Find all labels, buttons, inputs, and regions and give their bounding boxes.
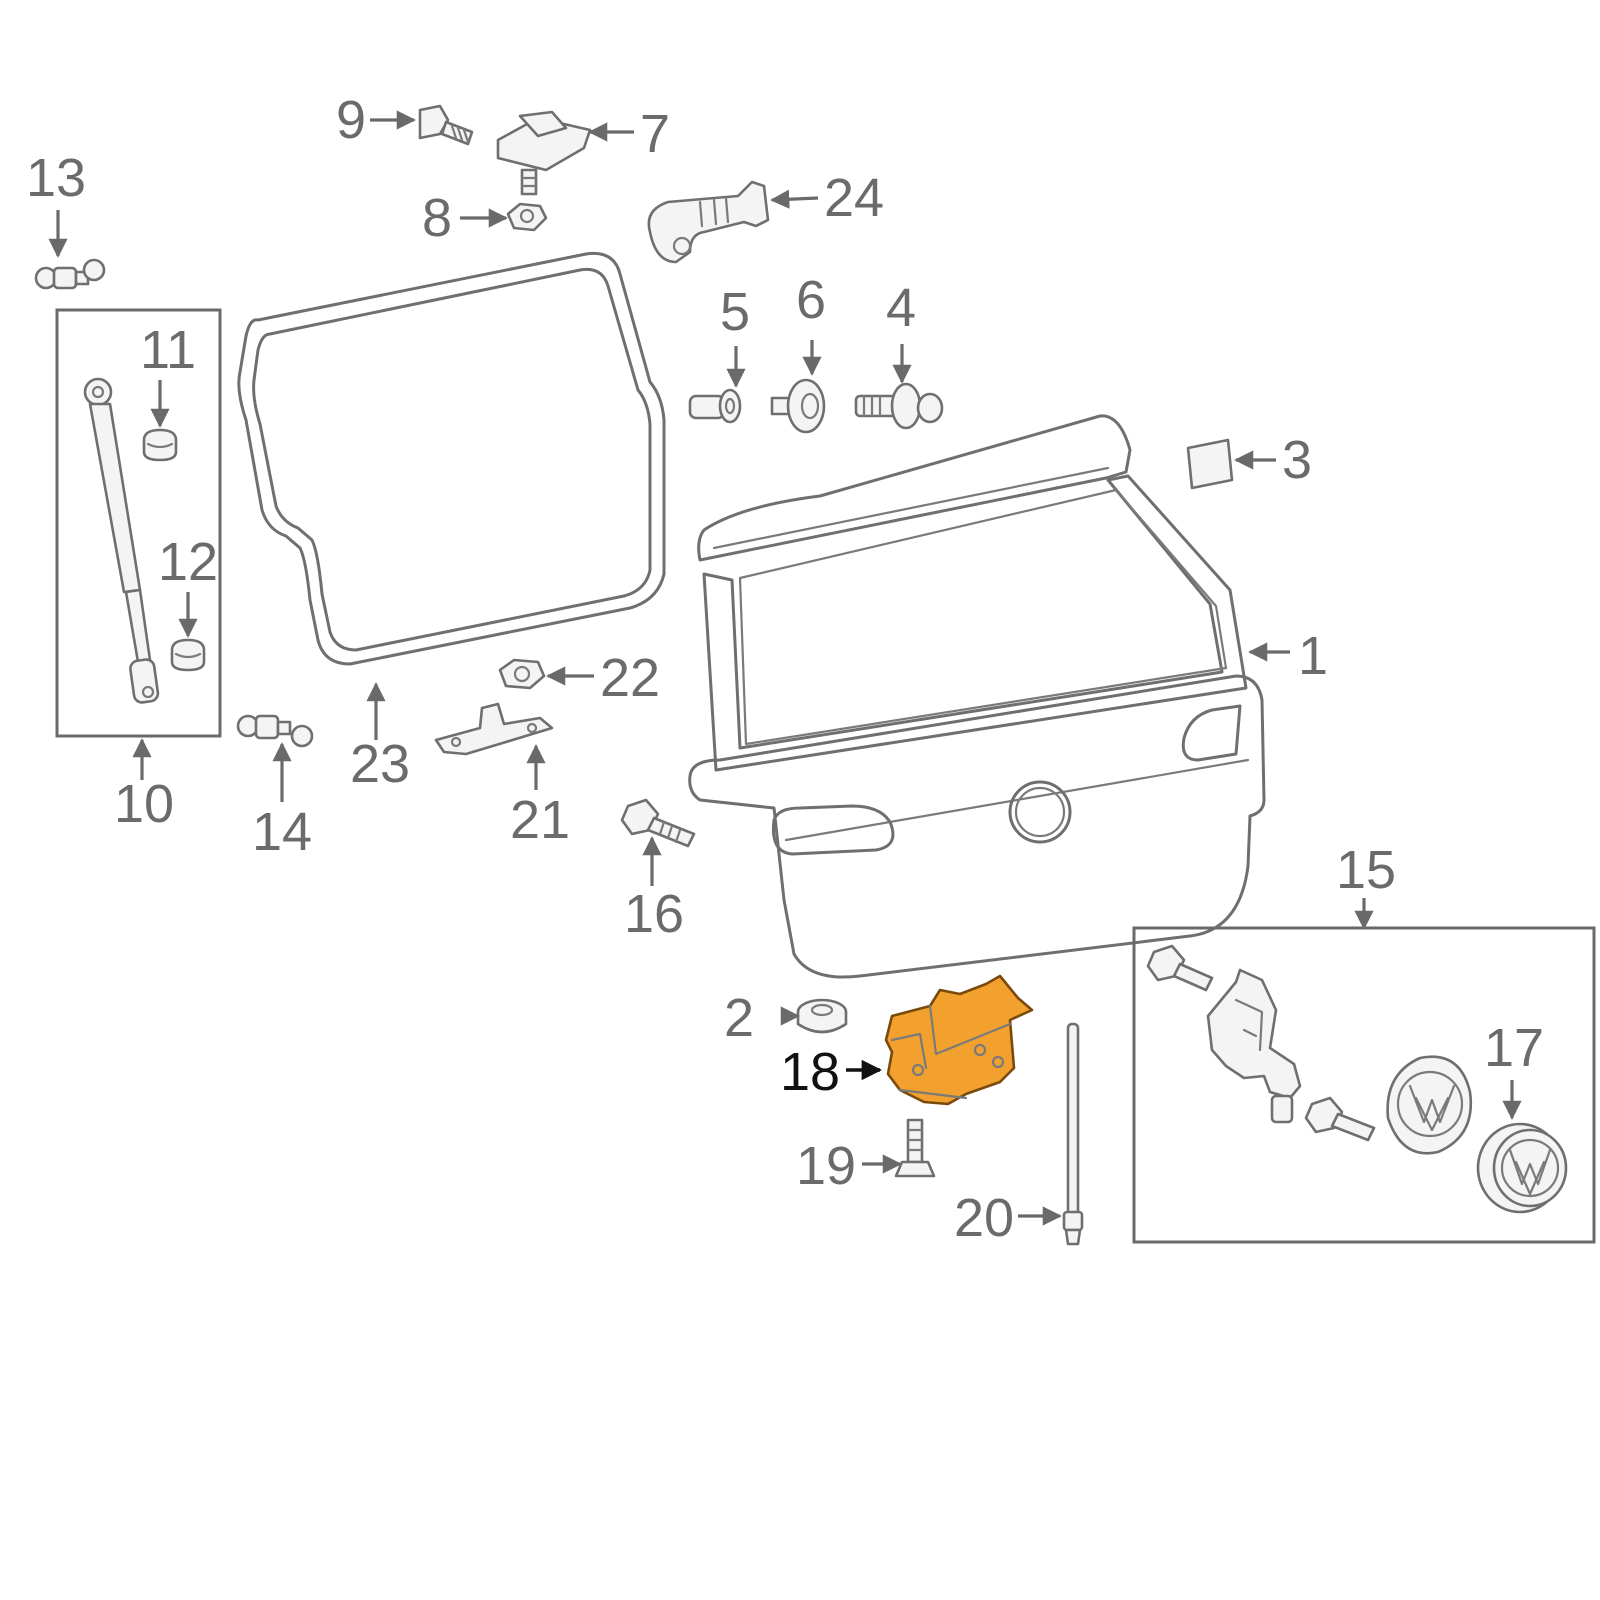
part-5-bushing[interactable] (688, 388, 742, 424)
callout-4: 4 (886, 278, 916, 338)
callout-14: 14 (252, 802, 312, 862)
callout-21: 21 (510, 790, 570, 850)
part-19-screw[interactable] (894, 1118, 936, 1178)
part-16-bolt[interactable] (620, 798, 696, 848)
callout-12: 12 (158, 532, 218, 592)
callout-labels: 9 7 8 24 13 11 12 10 5 6 4 3 1 22 23 21 … (26, 90, 1544, 1248)
part-14-ball-stud[interactable] (236, 714, 314, 748)
callout-24: 24 (824, 168, 884, 228)
callout-20: 20 (954, 1188, 1014, 1248)
callout-3: 3 (1282, 430, 1312, 490)
part-8-nut[interactable] (506, 202, 548, 232)
part-2-grommet[interactable] (796, 998, 848, 1034)
callout-16: 16 (624, 884, 684, 944)
callout-19: 19 (796, 1136, 856, 1196)
callout-6: 6 (796, 270, 826, 330)
part-15-handle-assembly[interactable] (1146, 944, 1473, 1155)
callout-7: 7 (640, 104, 670, 164)
part-18-tailgate-lock[interactable] (884, 974, 1034, 1106)
part-22-nut[interactable] (498, 658, 546, 690)
group-box-10 (55, 308, 222, 738)
callout-10: 10 (114, 774, 174, 834)
part-1-tailgate[interactable] (688, 414, 1266, 979)
part-23-weatherstrip-seal[interactable] (237, 251, 666, 666)
callout-2: 2 (724, 988, 754, 1048)
callout-15: 15 (1336, 840, 1396, 900)
callout-1: 1 (1298, 626, 1328, 686)
callout-23: 23 (350, 734, 410, 794)
part-12-clip[interactable] (170, 638, 206, 672)
part-21-striker[interactable] (434, 702, 554, 756)
callout-17: 17 (1484, 1018, 1544, 1078)
part-20-rod[interactable] (1062, 1022, 1084, 1246)
callout-8: 8 (422, 188, 452, 248)
callout-18: 18 (780, 1042, 840, 1102)
callout-13: 13 (26, 148, 86, 208)
part-24-bracket[interactable] (647, 180, 770, 264)
part-11-clip[interactable] (142, 428, 178, 462)
part-13-ball-stud[interactable] (34, 258, 106, 290)
callout-arrows (48, 110, 1522, 1226)
part-9-bolt[interactable] (418, 104, 474, 146)
callout-5: 5 (720, 282, 750, 342)
part-17-emblem[interactable] (1476, 1122, 1568, 1214)
callout-9: 9 (336, 90, 366, 150)
part-6-grommet[interactable] (770, 378, 826, 434)
callout-22: 22 (600, 648, 660, 708)
part-3-pad[interactable] (1186, 438, 1234, 490)
callout-11: 11 (140, 320, 196, 380)
part-7-hinge[interactable] (496, 110, 592, 196)
part-4-bumper-stop[interactable] (854, 382, 944, 430)
part-10-gas-strut[interactable] (83, 377, 160, 704)
